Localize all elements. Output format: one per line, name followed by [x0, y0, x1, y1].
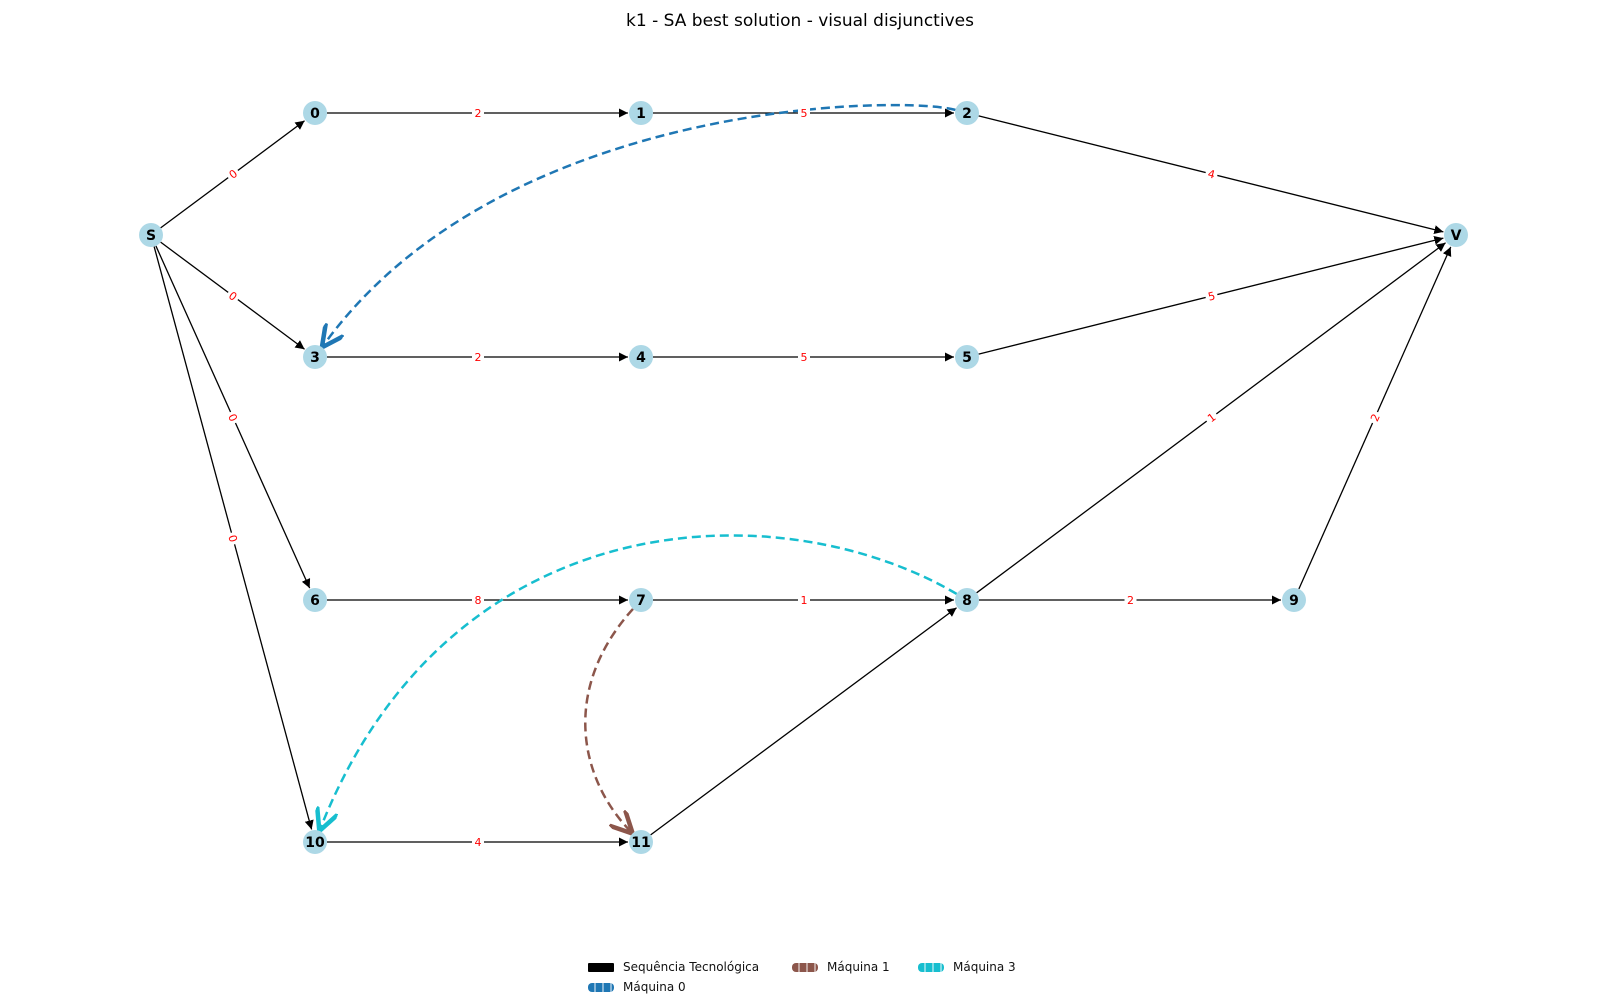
node-label-0: 0	[310, 106, 320, 122]
edge-weight-bg	[1366, 409, 1384, 426]
edge-weight-label: 4	[1206, 167, 1216, 181]
edge-weight-label: 0	[225, 412, 240, 424]
edge-weight-bg	[472, 106, 484, 120]
edge-weight-bg	[472, 835, 484, 849]
edge-weight-bg	[1203, 287, 1220, 305]
edge-weight-bg	[472, 350, 484, 364]
edge-weight-bg	[472, 593, 484, 607]
node-S	[139, 223, 163, 247]
edge-weight-label: 5	[1207, 289, 1217, 303]
edge-weight-bg	[1203, 165, 1220, 183]
legend-item-maquina1: Máquina 1	[792, 960, 890, 974]
node-label-V: V	[1451, 228, 1462, 244]
legend-item-maquina0: Máquina 0	[588, 980, 686, 994]
edge-weight-bg	[224, 286, 242, 306]
legend-label-tech: Sequência Tecnológica	[623, 960, 760, 974]
tech-edges-layer	[153, 108, 1452, 847]
legend-label-maquina3: Máquina 3	[953, 960, 1016, 974]
legend-label-maquina0: Máquina 0	[623, 980, 686, 994]
legend: Sequência Tecnológica Máquina 0 Máquina …	[588, 960, 1058, 1000]
edge-weight-bg	[798, 593, 810, 607]
legend-item-maquina3: Máquina 3	[918, 960, 1016, 974]
legend-swatch-maquina3	[918, 962, 944, 972]
node-label-3: 3	[310, 350, 320, 366]
edge-11-8	[650, 607, 957, 836]
edge-weight-label: 8	[475, 594, 482, 607]
node-label-7: 7	[636, 593, 646, 609]
edge-weight-label: 0	[225, 534, 239, 544]
node-label-5: 5	[962, 350, 972, 366]
disjunctive-edge-7-11	[584, 608, 633, 832]
edge-weight-label: 2	[1368, 412, 1383, 424]
edge-weight-label: 5	[801, 107, 808, 120]
disjunctive-edge-8-10	[320, 534, 958, 829]
edge-weight-label: 2	[1127, 594, 1134, 607]
node-4	[629, 345, 653, 369]
node-1	[629, 101, 653, 125]
disjunctive-edges-layer	[320, 103, 958, 832]
edge-weight-bg	[798, 350, 810, 364]
node-label-1: 1	[636, 106, 646, 122]
edge-weight-bg	[1124, 593, 1137, 607]
node-2	[955, 101, 979, 125]
edge-weight-label: 1	[801, 594, 808, 607]
edge-weight-bg	[224, 164, 242, 184]
node-6	[303, 588, 327, 612]
legend-swatch-maquina0	[588, 982, 614, 992]
node-7	[629, 588, 653, 612]
legend-item-tech: Sequência Tecnológica	[588, 960, 759, 974]
disjunctive-edge-2-3	[323, 103, 956, 346]
edge-weight-bg	[798, 106, 810, 120]
node-label-6: 6	[310, 593, 320, 609]
legend-label-maquina1: Máquina 1	[827, 960, 890, 974]
edge-weight-label: 4	[475, 836, 482, 849]
diagram-title: k1 - SA best solution - visual disjuncti…	[626, 11, 974, 31]
edge-weight-bg	[224, 530, 242, 547]
node-label-S: S	[146, 228, 156, 244]
edge-weight-label: 2	[475, 107, 482, 120]
edge-weight-bg	[1202, 408, 1221, 427]
legend-swatch-tech	[588, 962, 614, 972]
node-9	[1282, 588, 1306, 612]
node-label-2: 2	[962, 106, 972, 122]
legend-swatch-maquina1	[792, 962, 818, 972]
node-10	[303, 830, 327, 854]
node-label-9: 9	[1289, 593, 1299, 609]
edge-weight-label: 2	[475, 351, 482, 364]
node-5	[955, 345, 979, 369]
node-label-8: 8	[962, 593, 972, 609]
node-label-11: 11	[631, 835, 650, 851]
node-11	[629, 830, 653, 854]
node-0	[303, 101, 327, 125]
edge-weight-label: 5	[801, 351, 808, 364]
node-label-10: 10	[305, 835, 325, 851]
node-V	[1444, 223, 1468, 247]
edge-weight-bg	[224, 409, 242, 426]
node-8	[955, 588, 979, 612]
node-label-4: 4	[636, 350, 646, 366]
node-3	[303, 345, 327, 369]
